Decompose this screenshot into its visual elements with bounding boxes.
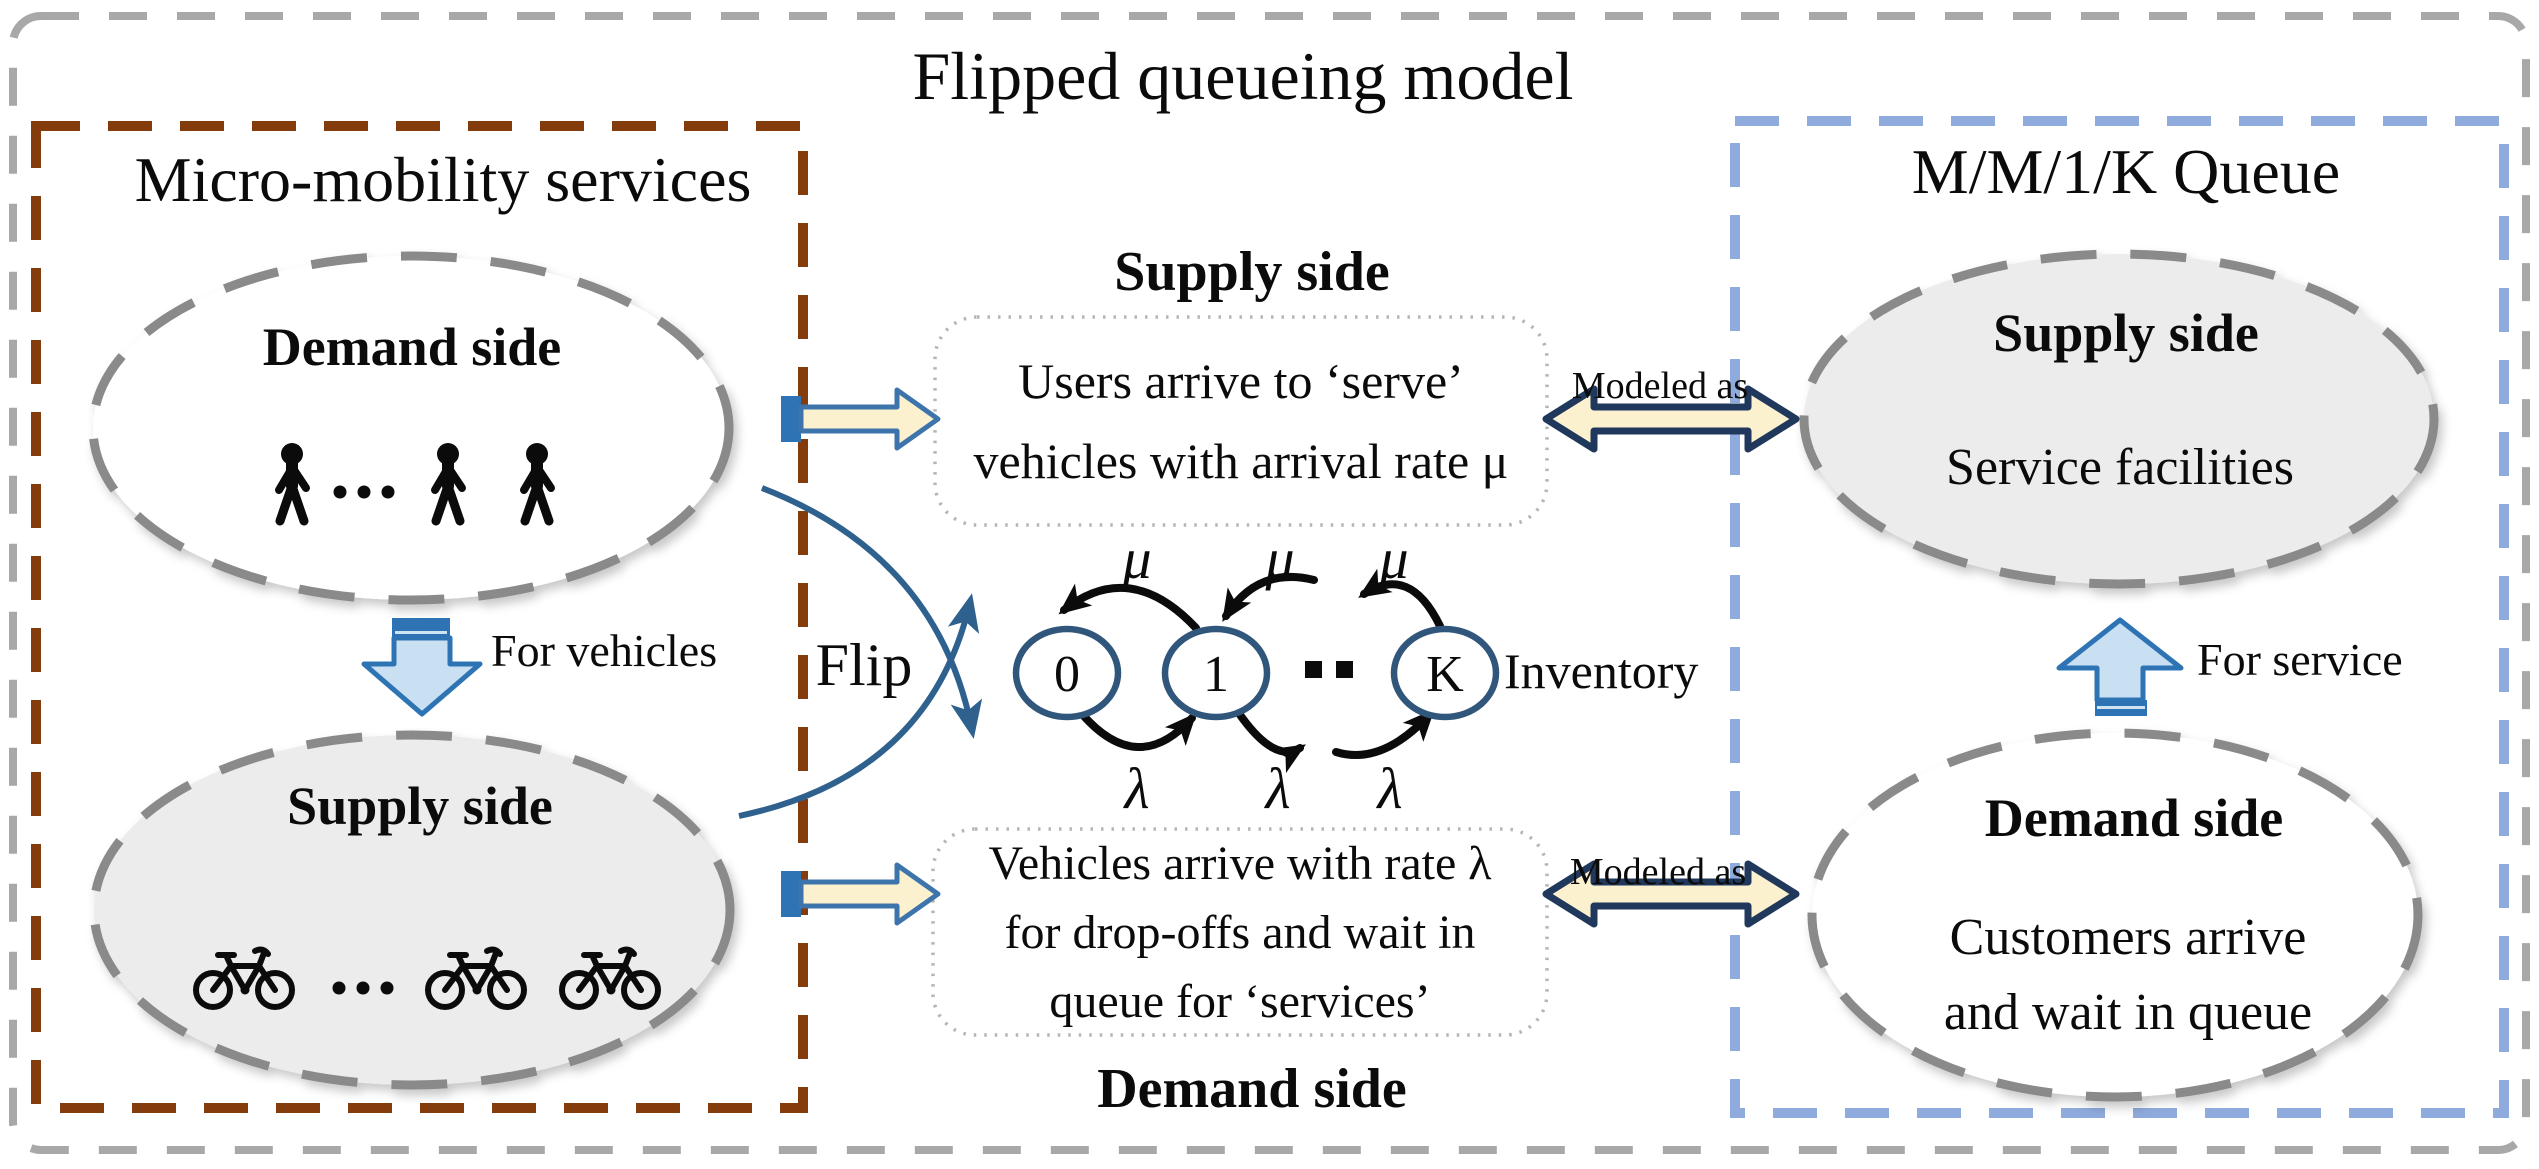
right-supply-ellipse bbox=[1799, 249, 2439, 589]
down-block-arrow bbox=[361, 618, 483, 717]
right-block-arrow bbox=[781, 387, 941, 451]
up-block-arrow bbox=[2056, 617, 2184, 716]
for-vehicles-label: For vehicles bbox=[491, 625, 718, 676]
markov-chain: 0 1 K μ μ μ λ λ λ bbox=[1012, 526, 1500, 821]
page-title: Flipped queueing model bbox=[912, 38, 1574, 114]
note-line: Vehicles arrive with rate λ bbox=[988, 836, 1492, 890]
right-supply-subtitle: Service facilities bbox=[1946, 439, 2294, 496]
right-demand-title: Demand side bbox=[1984, 788, 2284, 848]
demand-note-text: Vehicles arrive with rate λ for drop-off… bbox=[933, 829, 1547, 1035]
note-line: vehicles with arrival rate μ bbox=[973, 433, 1509, 489]
flip-label: Flip bbox=[815, 632, 913, 698]
inventory-label: Inventory bbox=[1504, 643, 1699, 699]
lambda-rate-label: λ bbox=[1375, 756, 1402, 821]
outer-frame bbox=[9, 12, 2530, 1154]
right-demand-line: Customers arrive bbox=[1949, 909, 2307, 966]
state-label: K bbox=[1426, 646, 1464, 703]
supply-note-text: Users arrive to ‘serve’ vehicles with ar… bbox=[935, 317, 1547, 525]
ellipsis-dots bbox=[332, 981, 394, 995]
left-panel-title: Micro-mobility services bbox=[134, 144, 752, 215]
transition-mu-K-dots bbox=[1358, 568, 1444, 630]
note-line: for drop-offs and wait in bbox=[1004, 905, 1476, 959]
modeled-as-label-bottom: Modeled as bbox=[1569, 851, 1747, 893]
note-line: Users arrive to ‘serve’ bbox=[1018, 353, 1464, 409]
state-label: 1 bbox=[1203, 646, 1229, 703]
right-block-arrow bbox=[781, 862, 941, 926]
ellipsis-dots bbox=[333, 485, 395, 499]
chain-ellipsis bbox=[1305, 661, 1353, 678]
mu-rate-label: μ bbox=[1264, 526, 1294, 591]
right-panel-title: M/M/1/K Queue bbox=[1911, 136, 2341, 207]
lambda-rate-label: λ bbox=[1263, 756, 1290, 821]
mm1k-panel-border bbox=[1730, 116, 2509, 1118]
modeled-as-label-top: Modeled as bbox=[1571, 365, 1749, 407]
mu-rate-label: μ bbox=[1378, 526, 1408, 591]
right-demand-line: and wait in queue bbox=[1943, 984, 2313, 1041]
lambda-rate-label: λ bbox=[1122, 756, 1149, 821]
markov-state-K bbox=[1390, 625, 1500, 721]
left-supply-title: Supply side bbox=[287, 776, 553, 836]
demand-note-box bbox=[931, 827, 1549, 1037]
double-arrow-modeled-as-top bbox=[1542, 385, 1800, 453]
mu-rate-label: μ bbox=[1121, 526, 1151, 591]
left-demand-title: Demand side bbox=[262, 317, 562, 377]
flip-arrow-up bbox=[738, 593, 980, 819]
micro-mobility-panel-border bbox=[31, 121, 808, 1113]
transition-mu-dots-1 bbox=[1222, 573, 1318, 622]
right-supply-title: Supply side bbox=[1993, 303, 2259, 363]
transition-lambda-0-1 bbox=[1078, 710, 1197, 751]
flip-arrows bbox=[738, 485, 983, 819]
center-demand-heading: Demand side bbox=[1097, 1058, 1407, 1120]
markov-state-1 bbox=[1161, 625, 1271, 721]
center-supply-heading: Supply side bbox=[1114, 241, 1390, 303]
state-label: 0 bbox=[1054, 646, 1080, 703]
left-supply-ellipse bbox=[89, 730, 735, 1090]
for-service-label: For service bbox=[2197, 634, 2403, 685]
transition-mu-1-0 bbox=[1058, 583, 1200, 632]
markov-state-0 bbox=[1012, 625, 1122, 721]
double-arrow-modeled-as-bottom bbox=[1542, 860, 1800, 928]
right-demand-ellipse bbox=[1807, 728, 2423, 1102]
flip-arrow-down bbox=[760, 485, 983, 739]
transition-lambda-1-dots bbox=[1234, 708, 1306, 774]
transition-lambda-dots-K bbox=[1332, 708, 1435, 759]
left-demand-ellipse bbox=[88, 251, 734, 605]
note-line: queue for ‘services’ bbox=[1049, 974, 1431, 1028]
